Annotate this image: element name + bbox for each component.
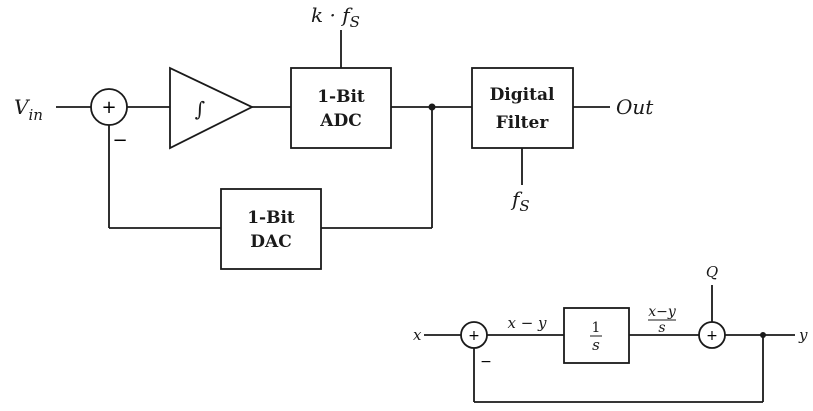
filter-clock-label: fS bbox=[510, 187, 530, 215]
bottom-linear-model-diagram: x + − x − y 1 s x−y s Q + y bbox=[413, 263, 808, 403]
top-input-label: Vin bbox=[14, 95, 43, 124]
top-modulator-diagram: Vin + − ∫ 1-Bit ADC k · fS Digital Filte… bbox=[14, 3, 654, 270]
integrator-transfer-block bbox=[563, 307, 630, 364]
bottom-output-label: y bbox=[798, 326, 808, 344]
adc-clock-label: k · fS bbox=[311, 3, 360, 31]
dac-label-line2: DAC bbox=[250, 232, 291, 252]
digital-filter-block bbox=[471, 67, 574, 149]
bottom-sum2-plus-sign: + bbox=[706, 328, 718, 344]
dac-block bbox=[220, 188, 322, 270]
top-sum-plus-sign: + bbox=[101, 97, 116, 118]
bottom-sum1-plus-sign: + bbox=[468, 328, 480, 344]
adc-label-line1: 1-Bit bbox=[317, 87, 365, 107]
adc-block bbox=[290, 67, 392, 149]
integrated-denominator: s bbox=[658, 320, 665, 336]
filter-label-line2: Filter bbox=[496, 113, 550, 133]
integrator-symbol: ∫ bbox=[195, 97, 205, 121]
bottom-input-label: x bbox=[413, 326, 422, 344]
bottom-sum1-minus-sign: − bbox=[480, 354, 492, 370]
filter-label-line1: Digital bbox=[490, 85, 555, 105]
noise-label: Q bbox=[706, 263, 718, 281]
top-sum-minus-sign: − bbox=[112, 130, 127, 151]
integrator-block bbox=[169, 66, 255, 150]
block-numerator: 1 bbox=[592, 320, 601, 336]
error-signal-label: x − y bbox=[507, 314, 547, 332]
dac-label-line1: 1-Bit bbox=[247, 208, 295, 228]
block-denominator: s bbox=[592, 336, 600, 354]
top-output-label: Out bbox=[616, 95, 654, 119]
adc-label-line2: ADC bbox=[319, 111, 361, 131]
integrated-numerator: x−y bbox=[648, 304, 677, 320]
